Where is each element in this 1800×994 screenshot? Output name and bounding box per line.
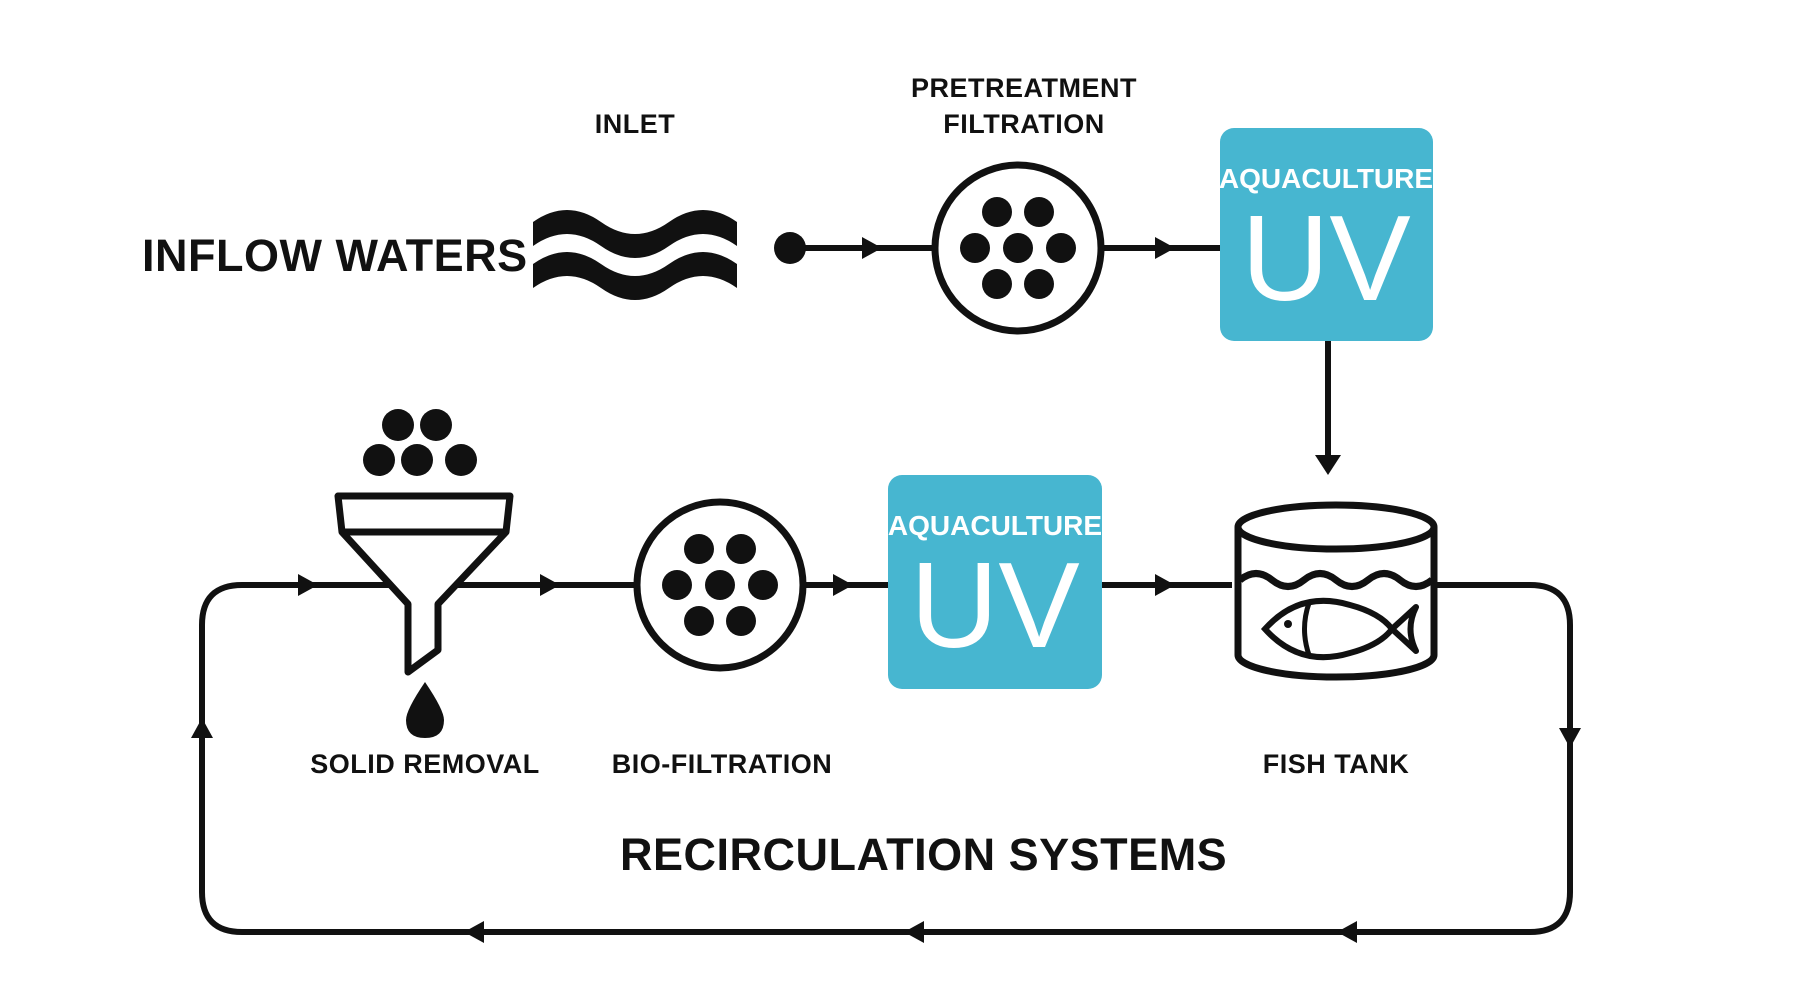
arrow-right — [540, 574, 560, 596]
arrow-right — [1155, 574, 1175, 596]
water-waves-icon — [533, 210, 737, 300]
bio-filtration-label: BIO-FILTRATION — [612, 749, 832, 779]
aquaculture-uv-box-bottom: AQUACULTURE UV — [888, 475, 1102, 689]
arrow-left — [1337, 921, 1357, 943]
arrow-right — [1155, 237, 1175, 259]
arrow-right — [862, 237, 882, 259]
arrow-down — [1559, 728, 1581, 748]
uv-box-top-caption: AQUACULTURE — [1219, 163, 1433, 194]
inlet-label: INLET — [595, 109, 676, 139]
solid-removal-label: SOLID REMOVAL — [310, 749, 540, 779]
arrow-up — [191, 718, 213, 738]
inflow-heading: INFLOW WATERS — [142, 230, 528, 281]
arrow-right — [298, 574, 318, 596]
fish-tank-label: FISH TANK — [1263, 749, 1410, 779]
uv-box-bottom-caption: AQUACULTURE — [888, 510, 1102, 541]
arrow-right — [833, 574, 853, 596]
uv-box-top-title: UV — [1241, 190, 1410, 326]
bio-filter-icon — [637, 502, 803, 668]
pretreatment-label-line2: FILTRATION — [943, 109, 1104, 139]
flow-arrows — [191, 237, 1581, 943]
pretreatment-label-line1: PRETREATMENT — [911, 73, 1137, 103]
inlet-dot — [774, 232, 806, 264]
fish-tank-icon — [1234, 501, 1438, 681]
recirculation-heading: RECIRCULATION SYSTEMS — [620, 829, 1227, 880]
arrow-down — [1315, 455, 1341, 475]
funnel-icon — [334, 409, 514, 738]
pretreatment-filter-icon — [935, 165, 1101, 331]
uv-box-bottom-title: UV — [910, 537, 1079, 673]
aquaculture-uv-box-top: AQUACULTURE UV — [1219, 128, 1433, 341]
recirculation-loop-line — [199, 582, 1573, 935]
arrow-left — [464, 921, 484, 943]
arrow-left — [904, 921, 924, 943]
